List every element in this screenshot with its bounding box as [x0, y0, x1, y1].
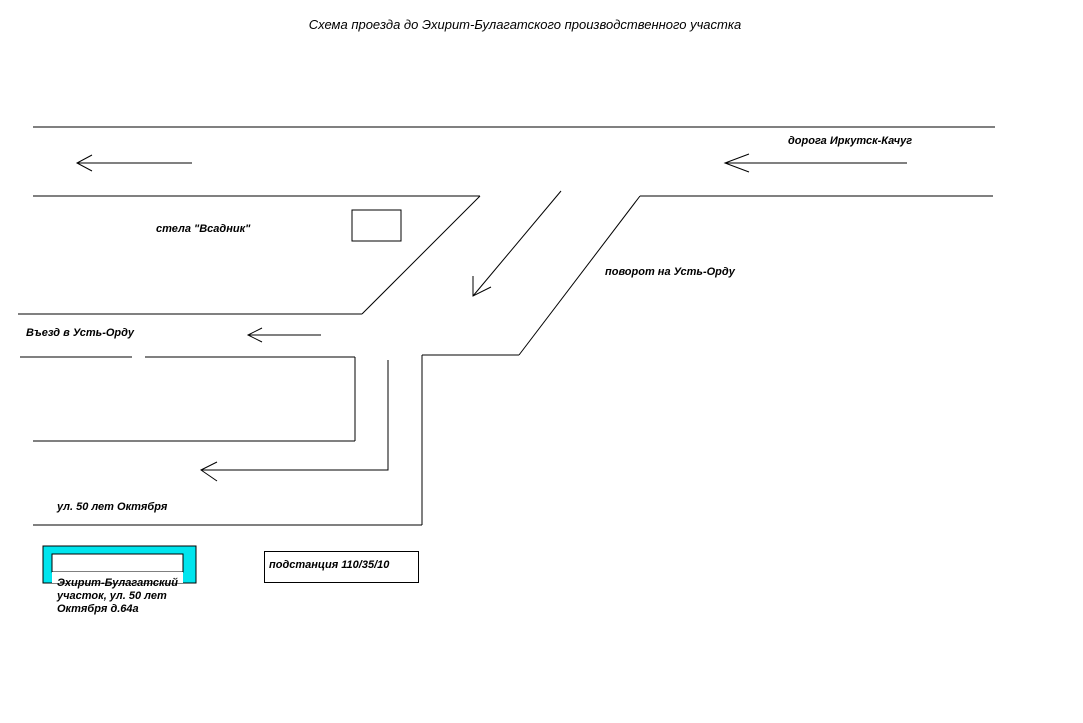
turn-label: поворот на Усть-Орду [605, 266, 735, 278]
arrow-entry-left [246, 327, 321, 343]
turnoff-left-edge [361, 195, 481, 315]
street-label: ул. 50 лет Октября [57, 501, 168, 513]
stela-label: стела "Всадник" [156, 223, 251, 235]
substation-box: подстанция 110/35/10 [264, 551, 419, 583]
road-label-irkutsk-kachug: дорога Иркутск-Качуг [788, 135, 913, 147]
arrow-turnoff-diagonal [472, 190, 562, 297]
turnoff-right-edge [518, 195, 641, 356]
arrow-highway-left [75, 154, 192, 172]
production-site-marker [42, 545, 197, 584]
arrow-highway-from-right [723, 153, 907, 173]
arrow-street-route [200, 360, 389, 482]
map-title: Схема проезда до Эхирит-Булагатского про… [308, 17, 742, 32]
entry-label: Въезд в Усть-Орду [26, 327, 135, 339]
site-address-label: Эхирит-Булагатский участок, ул. 50 лет О… [57, 577, 178, 615]
stela-monument [351, 209, 402, 242]
substation-label: подстанция 110/35/10 [269, 559, 390, 571]
